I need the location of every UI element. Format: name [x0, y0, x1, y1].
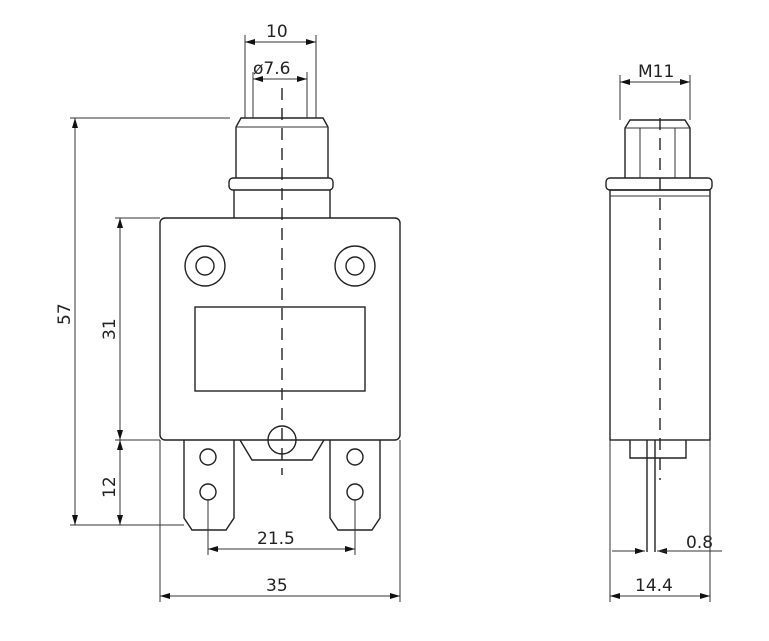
front-view: 10 ø7.6 57 31 12 21.5 35	[55, 22, 401, 602]
dim-12: 12	[100, 476, 120, 498]
side-terminal-base	[629, 440, 687, 459]
side-pin	[646, 440, 656, 552]
dim-57: 57	[55, 303, 75, 325]
dim-31: 31	[100, 318, 120, 340]
side-button	[624, 119, 691, 178]
terminal-left	[183, 440, 235, 531]
collar-neck	[233, 190, 331, 218]
dim-10: 10	[266, 22, 288, 42]
collar-flange	[228, 177, 334, 191]
dim-14-4: 14.4	[635, 576, 673, 596]
side-view: M11 0.8 14.4	[605, 62, 722, 602]
mount-hole-left	[184, 245, 226, 287]
side-collar	[605, 177, 713, 191]
dim-21-5: 21.5	[257, 529, 295, 549]
label-window	[194, 306, 366, 392]
dim-diameter: ø7.6	[253, 59, 290, 79]
dim-35: 35	[266, 576, 288, 596]
body	[159, 217, 401, 441]
mount-hole-right	[334, 245, 376, 287]
dim-0-8: 0.8	[686, 533, 713, 553]
dim-m11: M11	[638, 62, 674, 82]
